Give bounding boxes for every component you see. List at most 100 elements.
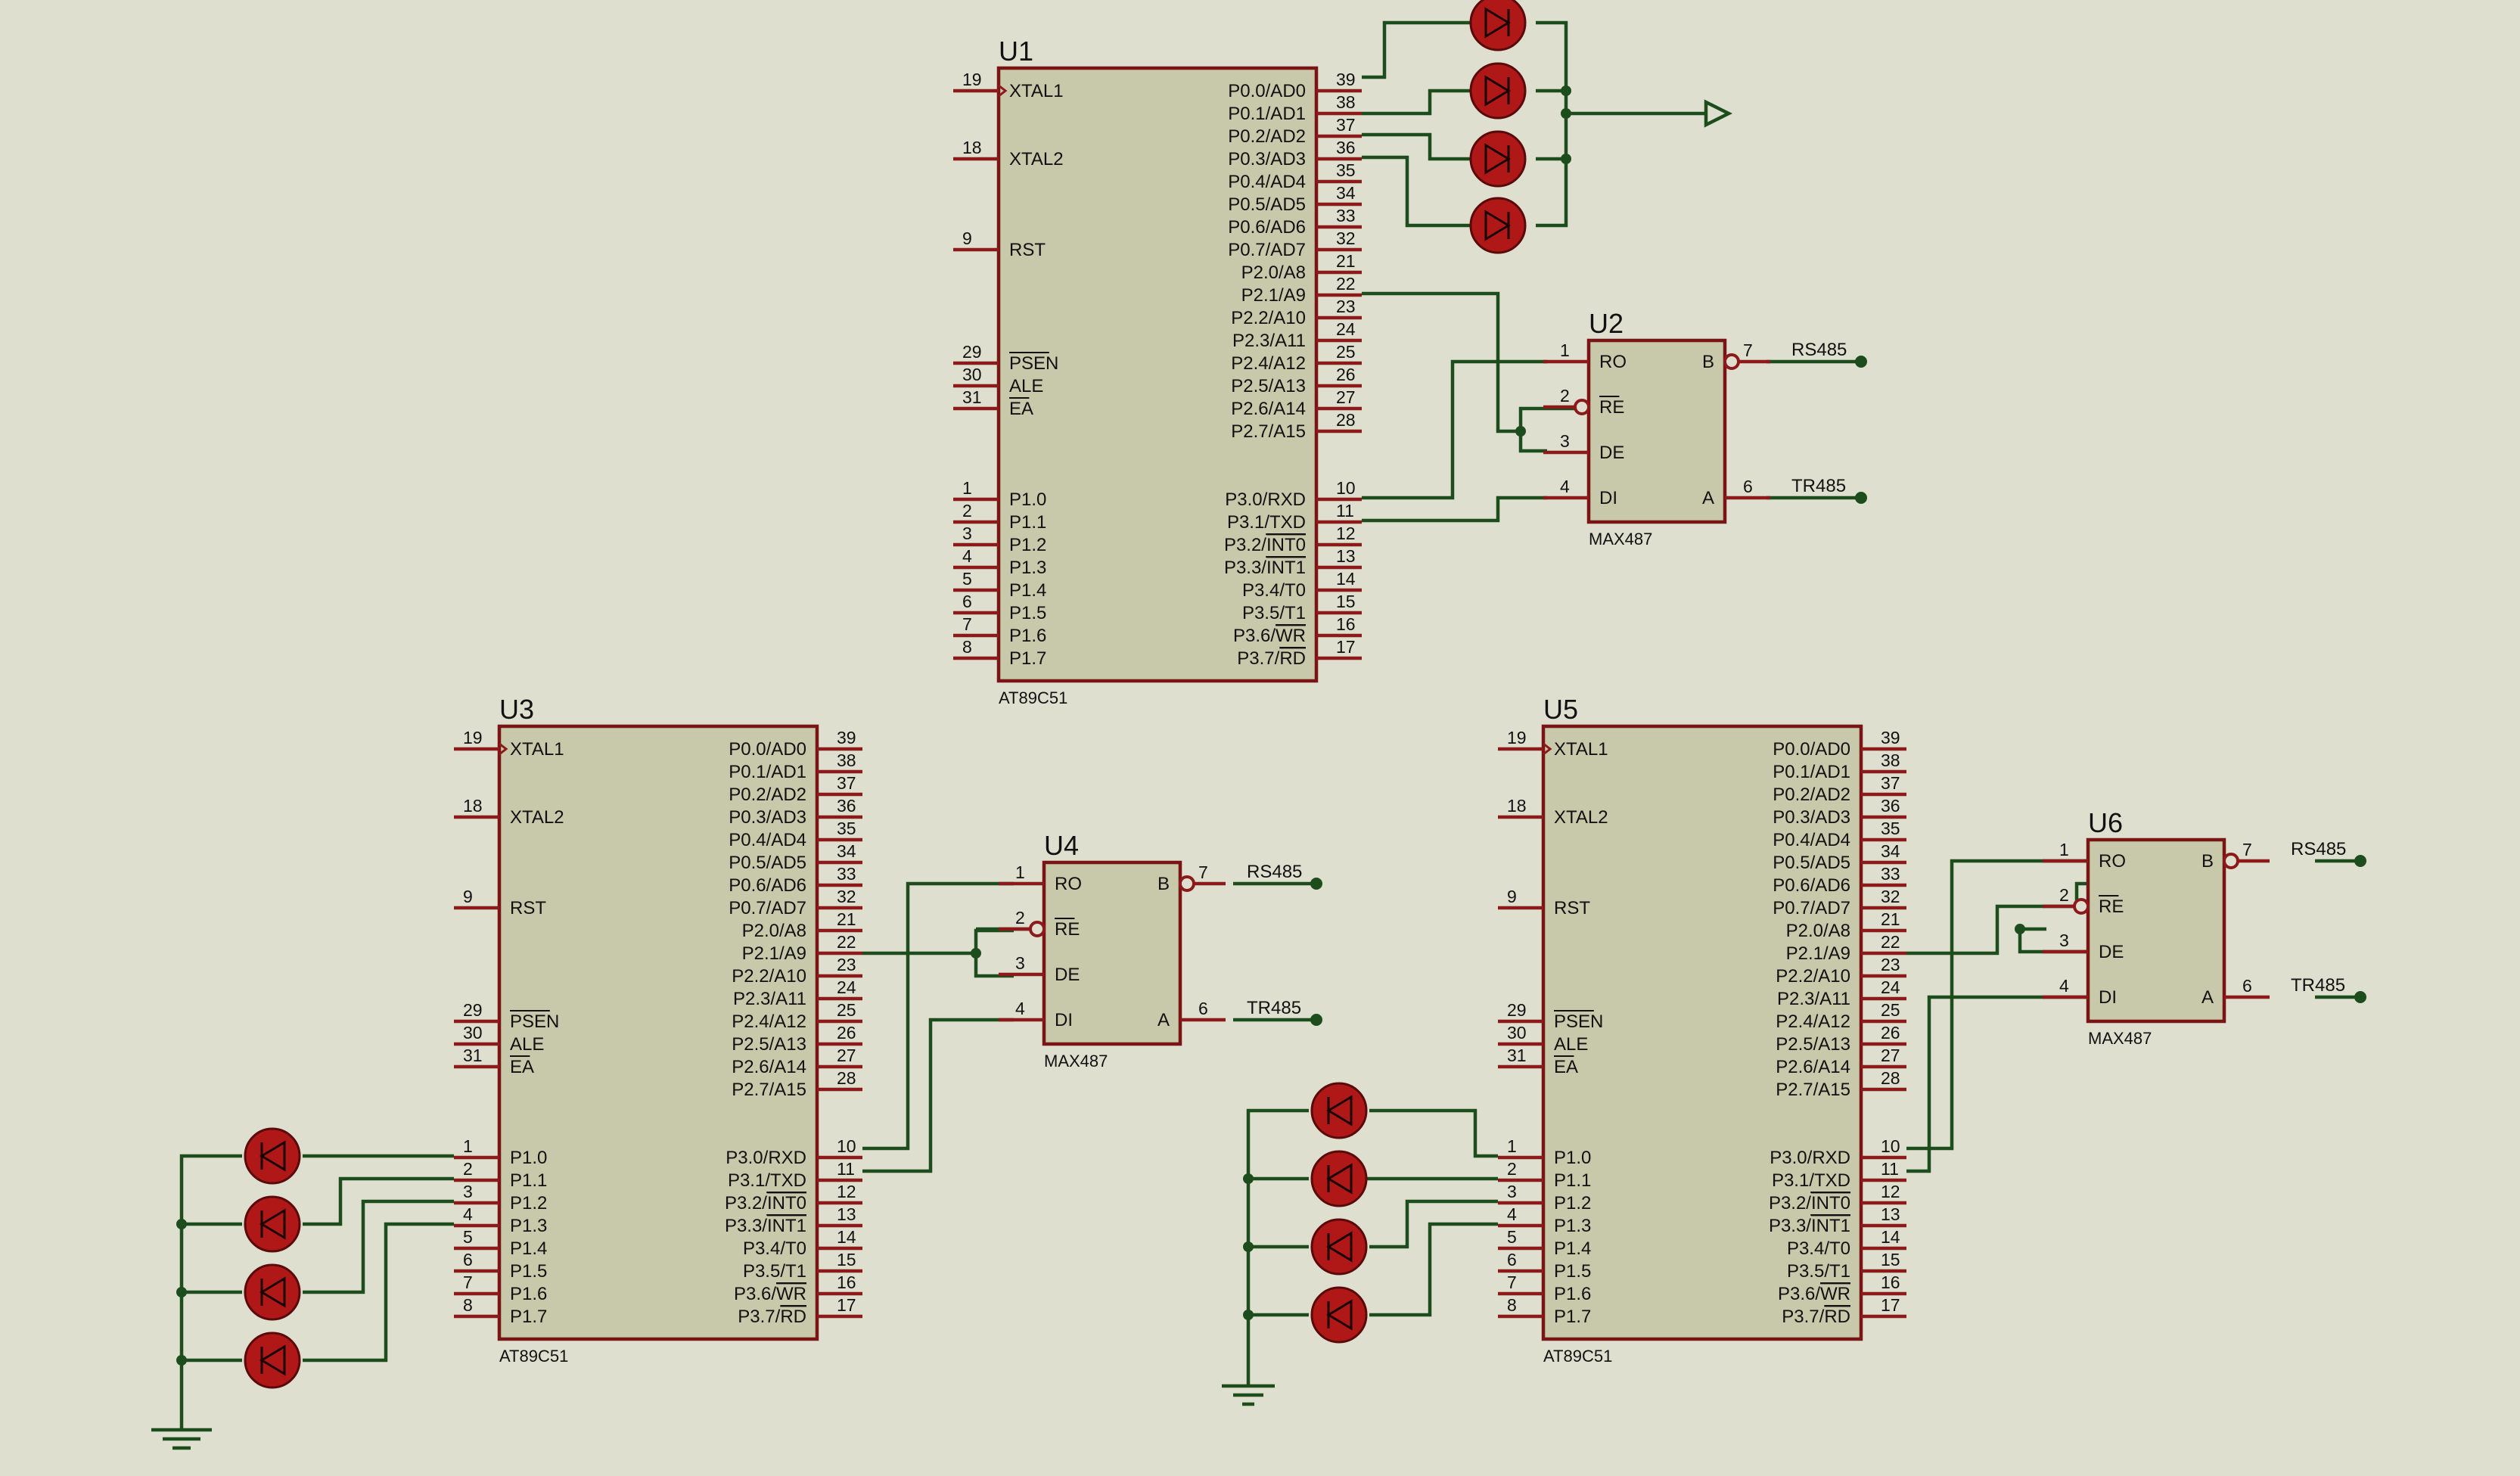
led-icon[interactable] — [244, 1195, 301, 1253]
pin-2[interactable]: 2RE — [999, 908, 1080, 940]
pin-1[interactable]: 1P1.0 — [953, 478, 1046, 510]
led-icon[interactable] — [244, 1332, 301, 1389]
pin-3[interactable]: 3P1.2 — [1498, 1182, 1591, 1213]
pin-6[interactable]: 6P1.5 — [953, 592, 1046, 623]
pin-7[interactable]: 7P1.6 — [953, 614, 1046, 646]
pin-3[interactable]: 3DE — [999, 953, 1080, 985]
pin-6[interactable]: 6P1.5 — [454, 1250, 547, 1282]
pin-1[interactable]: 1RO — [1543, 340, 1627, 372]
pin-4[interactable]: 4DI — [1543, 477, 1617, 508]
pin-4[interactable]: 4P1.3 — [454, 1204, 547, 1236]
pin-4[interactable]: 4P1.3 — [953, 546, 1046, 578]
pin-3[interactable]: 3P1.2 — [953, 524, 1046, 555]
led-icon[interactable] — [1469, 62, 1527, 120]
led-icon[interactable] — [1469, 0, 1527, 51]
pin-1[interactable]: 1P1.0 — [1498, 1136, 1591, 1168]
pin-1[interactable]: 1RO — [999, 862, 1082, 894]
pin-1[interactable]: 1RO — [2043, 840, 2126, 872]
pin-5[interactable]: 5P1.4 — [454, 1227, 547, 1259]
led-icon[interactable] — [1310, 1150, 1368, 1207]
pin-1[interactable]: 1P1.0 — [454, 1136, 547, 1168]
mcu-u3[interactable]: U3AT89C5119XTAL118XTAL29RST29PSEN30ALE31… — [454, 694, 862, 1366]
pin-2[interactable]: 2RE — [2043, 885, 2124, 917]
led-icon[interactable] — [244, 1127, 301, 1185]
led-icon[interactable] — [1310, 1082, 1368, 1139]
pin-5[interactable]: 5P1.4 — [953, 569, 1046, 601]
pin-8[interactable]: 8P1.7 — [1498, 1295, 1591, 1327]
pin-7[interactable]: 7P1.6 — [454, 1272, 547, 1304]
pin-2[interactable]: 2P1.1 — [953, 501, 1046, 533]
pin-3[interactable]: 3DE — [2043, 931, 2124, 962]
pin-8[interactable]: 8P1.7 — [454, 1295, 547, 1327]
pin-8[interactable]: 8P1.7 — [953, 637, 1046, 669]
